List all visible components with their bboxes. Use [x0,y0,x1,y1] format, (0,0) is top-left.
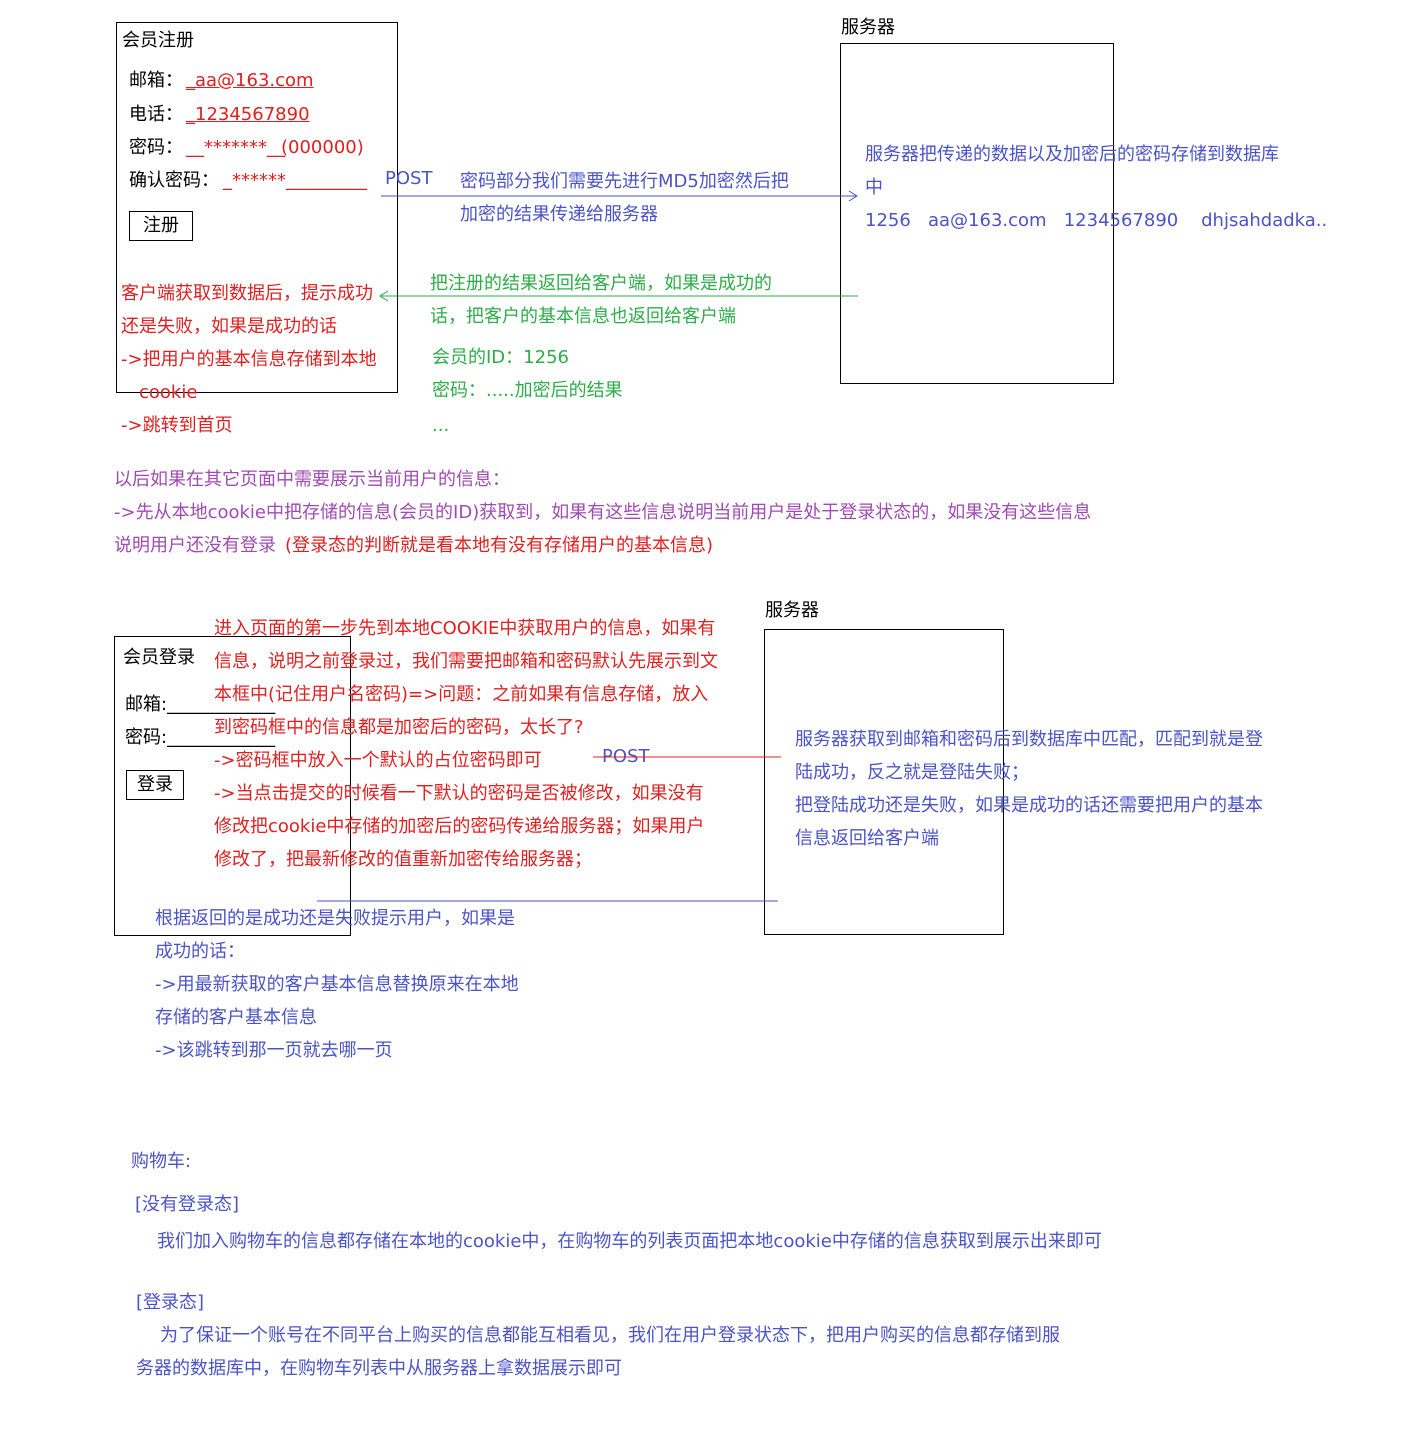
register-phone-label: 电话： [129,104,183,125]
login-password-field[interactable]: 密码:____________ [125,727,276,748]
register-phone-value[interactable]: _1234567890 [186,104,310,125]
client-top-line1: 客户端获取到数据后，提示成功 [121,283,373,304]
register-box [116,22,398,393]
return-top-line2: 话，把客户的基本信息也返回给客户端 [430,306,736,327]
server-bottom-line2: 陆成功，反之就是登陆失败； [795,762,1029,783]
server-bottom-line4: 信息返回给客户端 [795,828,939,849]
login-note-line2: 信息，说明之前登录过，我们需要把邮箱和密码默认先展示到文 [214,651,718,672]
register-confirm-value[interactable]: _******_________ [223,170,367,191]
register-password-label: 密码： [129,137,183,158]
post-top-line1: 密码部分我们需要先进行MD5加密然后把 [460,171,789,192]
login-note-line4: 到密码框中的信息都是加密后的密码，太长了? [214,717,584,738]
login-return-line2: 成功的话： [155,941,245,962]
return-top-line3: 会员的ID：1256 [432,347,569,368]
login-return-line1: 根据返回的是成功还是失败提示用户，如果是 [155,908,515,929]
register-button[interactable]: 注册 [129,211,193,241]
register-email-value[interactable]: _aa@163.com [186,70,314,91]
server-bottom-title: 服务器 [765,600,819,621]
cart-not-logged-title: [没有登录态] [135,1194,240,1215]
later-line1: 以后如果在其它页面中需要展示当前用户的信息： [114,469,510,490]
later-line3b: (登录态的判断就是看本地有没有存储用户的基本信息) [285,535,714,556]
cart-not-logged-text: 我们加入购物车的信息都存储在本地的cookie中，在购物车的列表页面把本地coo… [157,1231,1102,1252]
login-note-line3: 本框中(记住用户名密码)=>问题：之前如果有信息存储，放入 [214,684,709,705]
client-top-line3: ->把用户的基本信息存储到本地 [121,349,377,370]
post-bottom-label: POST [602,746,650,767]
return-top-line5: ... [432,415,450,436]
server-top-line2: 中 [865,177,883,198]
client-top-line4: cookie [139,382,198,403]
return-top-line1: 把注册的结果返回给客户端，如果是成功的 [430,273,772,294]
login-button[interactable]: 登录 [126,770,184,800]
server-bottom-box [764,629,1004,935]
register-password-hint: (000000) [281,137,364,158]
later-line3a: 说明用户还没有登录 [114,535,276,556]
later-line2: ->先从本地cookie中把存储的信息(会员的ID)获取到，如果有这些信息说明当… [114,502,1092,523]
post-top-line2: 加密的结果传递给服务器 [460,204,658,225]
register-password-value[interactable]: __*******__ [186,137,285,158]
post-top-label: POST [385,168,433,189]
server-top-box [840,43,1114,384]
cart-logged-text1: 为了保证一个账号在不同平台上购买的信息都能互相看见，我们在用户登录状态下，把用户… [160,1325,1060,1346]
client-top-line2: 还是失败，如果是成功的话 [121,316,337,337]
register-email-label: 邮箱： [129,70,183,91]
server-top-line3: 1256 aa@163.com 1234567890 dhjsahdadka.. [865,210,1328,231]
server-bottom-line3: 把登陆成功还是失败，如果是成功的话还需要把用户的基本 [795,795,1263,816]
cart-logged-text2: 务器的数据库中，在购物车列表中从服务器上拿数据展示即可 [136,1358,622,1379]
login-note-line6: ->当点击提交的时候看一下默认的密码是否被修改，如果没有 [214,783,704,804]
cart-logged-title: [登录态] [136,1292,205,1313]
login-note-line7: 修改把cookie中存储的加密后的密码传递给服务器；如果用户 [214,816,705,837]
client-top-line5: ->跳转到首页 [121,415,233,436]
login-return-line3: ->用最新获取的客户基本信息替换原来在本地 [155,974,519,995]
login-box [114,636,351,936]
login-return-line4: 存储的客户基本信息 [155,1007,317,1028]
return-top-line4: 密码：.....加密后的结果 [432,380,623,401]
server-top-title: 服务器 [841,17,895,38]
login-return-line5: ->该跳转到那一页就去哪一页 [155,1040,393,1061]
login-note-line8: 修改了，把最新修改的值重新加密传给服务器； [214,849,592,870]
login-title: 会员登录 [123,647,195,668]
login-note-line1: 进入页面的第一步先到本地COOKIE中获取用户的信息，如果有 [214,618,716,639]
server-bottom-line1: 服务器获取到邮箱和密码后到数据库中匹配，匹配到就是登 [795,729,1263,750]
cart-title: 购物车: [131,1151,192,1172]
register-confirm-label: 确认密码： [129,170,219,191]
login-email-field[interactable]: 邮箱:____________ [125,694,276,715]
login-note-line5: ->密码框中放入一个默认的占位密码即可 [214,750,542,771]
register-title: 会员注册 [122,30,194,51]
server-top-line1: 服务器把传递的数据以及加密后的密码存储到数据库 [865,144,1279,165]
